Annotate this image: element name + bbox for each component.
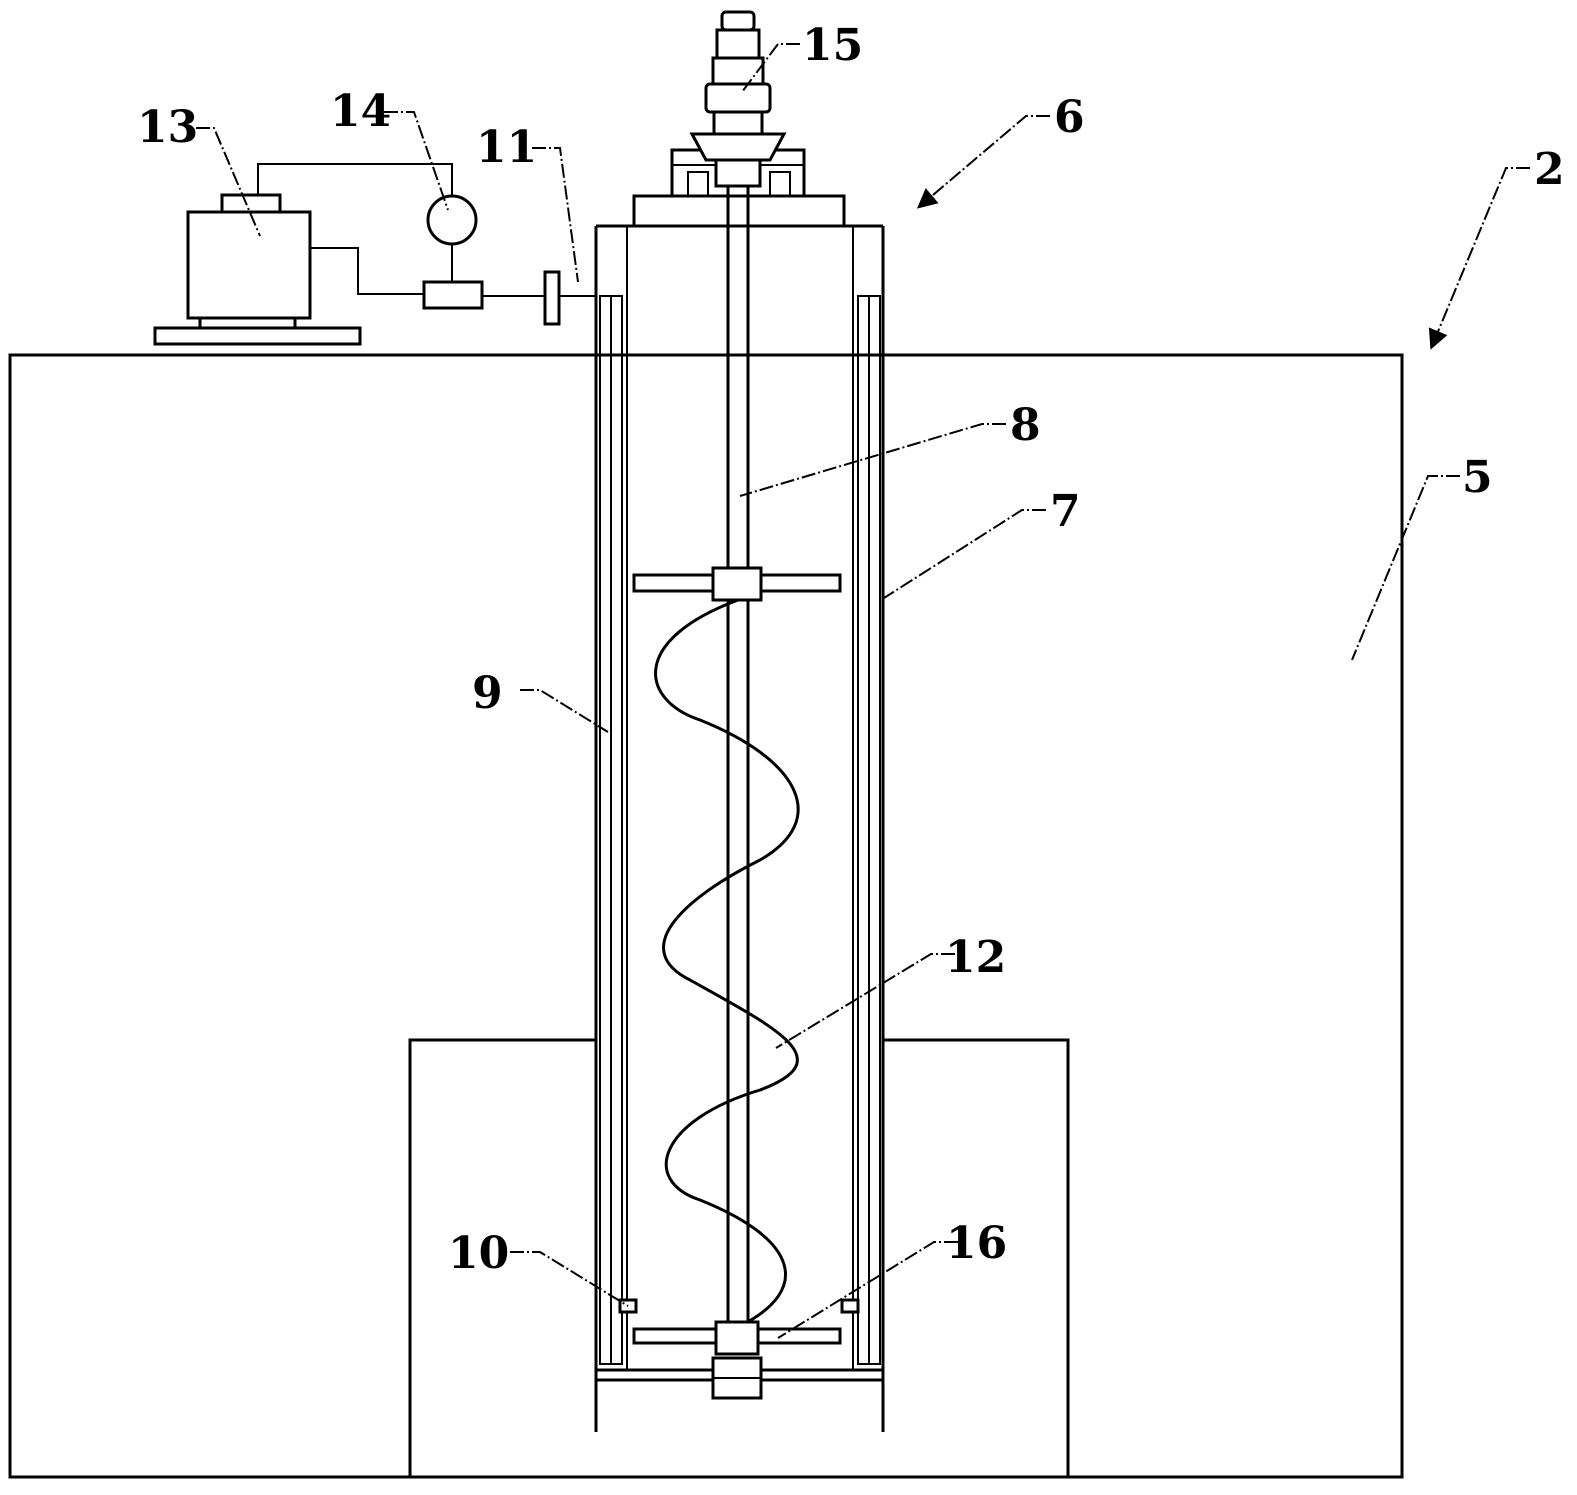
label-10: 10 [448, 1228, 509, 1279]
pump-pipeline [257, 163, 545, 310]
cylinder-housing [594, 224, 885, 1432]
bottom-bearing [711, 1356, 763, 1400]
leader-lines [196, 43, 1530, 1339]
label-16: 16 [946, 1218, 1007, 1269]
temperature-sensor-right [840, 1298, 860, 1314]
label-11: 11 [476, 122, 537, 173]
inner-base-block [408, 1038, 1070, 1477]
inlet-valve [543, 270, 596, 326]
lower-blade [632, 1320, 842, 1356]
label-9: 9 [472, 668, 503, 719]
label-12: 12 [945, 932, 1006, 983]
label-14: 14 [330, 86, 391, 137]
reference-labels: 13 14 11 15 6 2 5 8 7 9 12 10 16 [137, 20, 1565, 1279]
label-15: 15 [802, 20, 863, 71]
stirring-shaft [726, 186, 750, 1325]
left-wall-channel [599, 295, 623, 1365]
right-wall-channel [857, 295, 881, 1365]
helical-ribbon [654, 598, 800, 1327]
label-7: 7 [1050, 486, 1081, 537]
label-2: 2 [1534, 144, 1565, 195]
control-box [153, 193, 362, 346]
label-6: 6 [1054, 92, 1085, 143]
drive-motor [689, 10, 787, 188]
upper-blade [632, 566, 842, 602]
label-8: 8 [1010, 400, 1041, 451]
top-cover [632, 148, 846, 228]
label-13: 13 [137, 102, 198, 153]
outer-tank [8, 353, 1404, 1479]
label-5: 5 [1462, 452, 1493, 503]
